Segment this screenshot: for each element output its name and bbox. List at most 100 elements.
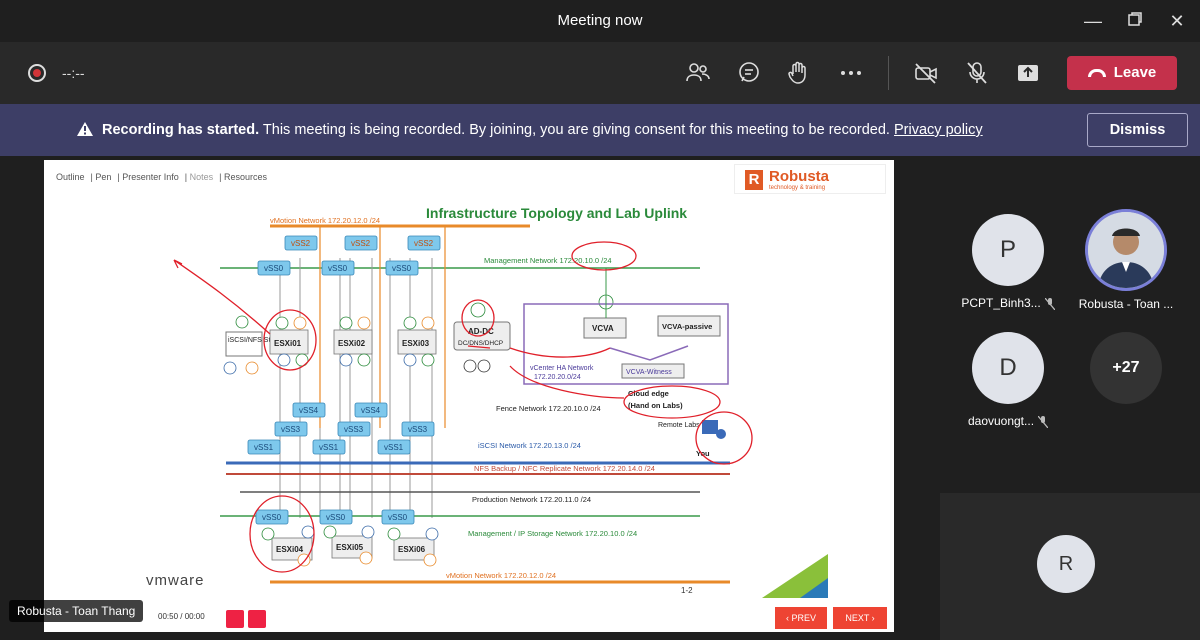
- banner-text: This meeting is being recorded. By joini…: [259, 122, 894, 138]
- svg-text:vSS3: vSS3: [344, 425, 364, 434]
- raise-hand-icon[interactable]: [786, 60, 812, 86]
- net-vcenter-ha: vCenter HA Network: [530, 365, 594, 372]
- cloud-edge-sub: (Hand on Labs): [628, 401, 683, 410]
- slide-page-number: 1-2: [681, 586, 693, 595]
- shared-slide: Outline| Pen| Presenter Info| Notes| Res…: [44, 160, 894, 632]
- phone-hangup-icon: [1087, 69, 1106, 78]
- replay-icon[interactable]: [226, 610, 244, 628]
- svg-text:vSS4: vSS4: [361, 406, 381, 415]
- banner-message: Recording has started. This meeting is b…: [102, 122, 983, 138]
- robusta-logo-mark: R: [745, 170, 763, 190]
- nav-notes[interactable]: Notes: [189, 172, 214, 182]
- cloud-edge-label: Cloud edge: [628, 389, 669, 398]
- participant-tile-speaking[interactable]: Robusta - Toan ...: [1066, 209, 1186, 311]
- net-nfs: NFS Backup / NFC Replicate Network 172.2…: [474, 464, 655, 473]
- vcva-passive-label: VCVA-passive: [662, 322, 712, 331]
- avatar-photo: [1085, 209, 1167, 291]
- dismiss-button[interactable]: Dismiss: [1087, 113, 1188, 147]
- you-label: You: [696, 449, 710, 458]
- svg-text:vSS0: vSS0: [262, 513, 282, 522]
- self-view: R: [940, 493, 1200, 640]
- avatar: D: [972, 332, 1044, 404]
- close-icon[interactable]: ✕: [1169, 11, 1185, 31]
- more-participants-count: +27: [1090, 332, 1162, 404]
- participant-name: PCPT_Binh3...: [961, 296, 1041, 310]
- chat-icon[interactable]: [736, 60, 762, 86]
- vmware-logo: vmware: [146, 572, 205, 589]
- camera-off-icon[interactable]: [913, 60, 939, 86]
- brand-tag: technology & training: [769, 185, 826, 191]
- host-esxi04: ESXi04: [276, 545, 304, 554]
- mic-off-icon[interactable]: [964, 60, 990, 86]
- svg-text:vSS0: vSS0: [388, 513, 408, 522]
- net-vmotion-top: vMotion Network 172.20.12.0 /24: [270, 216, 380, 225]
- nav-presenter-info[interactable]: Presenter Info: [122, 172, 179, 182]
- vcva-label: VCVA: [592, 324, 614, 333]
- brand-name: Robusta: [769, 168, 829, 185]
- svg-text:vSS1: vSS1: [319, 443, 339, 452]
- net-fence: Fence Network 172.20.10.0 /24: [496, 404, 601, 413]
- host-esxi02: ESXi02: [338, 339, 366, 348]
- more-participants-button[interactable]: +27: [1066, 332, 1186, 404]
- svg-text:vSS1: vSS1: [384, 443, 404, 452]
- prev-button[interactable]: ‹ PREV: [775, 607, 827, 629]
- minimize-icon[interactable]: —: [1084, 11, 1102, 31]
- net-mgmt-top: Management Network 172.20.10.0 /24: [484, 256, 612, 265]
- next-button[interactable]: NEXT ›: [833, 607, 887, 629]
- meeting-timer: --:--: [62, 65, 85, 81]
- more-options-icon[interactable]: [838, 60, 864, 86]
- share-screen-icon[interactable]: [1015, 60, 1041, 86]
- restore-icon[interactable]: [1124, 10, 1146, 32]
- privacy-policy-link[interactable]: Privacy policy: [894, 122, 983, 138]
- prev-label: PREV: [791, 613, 816, 623]
- host-esxi01: ESXi01: [274, 339, 302, 348]
- banner-bold: Recording has started.: [102, 122, 260, 138]
- remote-labs-label: Remote Labs: [658, 422, 700, 429]
- slide-nav: Outline| Pen| Presenter Info| Notes| Res…: [56, 172, 267, 182]
- net-production: Production Network 172.20.11.0 /24: [472, 495, 591, 504]
- title-bar: Meeting now — ✕: [0, 0, 1200, 42]
- nav-resources[interactable]: Resources: [223, 172, 267, 182]
- svg-text:vSS0: vSS0: [264, 264, 284, 273]
- nav-outline[interactable]: Outline: [56, 172, 85, 182]
- participant-tile[interactable]: D daovuongt...: [948, 332, 1068, 428]
- net-mgmt-bottom: Management / IP Storage Network 172.20.1…: [468, 529, 637, 538]
- vcva-witness-label: VCVA-Witness: [626, 369, 672, 376]
- participant-name: Robusta - Toan ...: [1078, 297, 1174, 311]
- recording-banner: Recording has started. This meeting is b…: [0, 104, 1200, 156]
- svg-text:vSS0: vSS0: [328, 264, 348, 273]
- people-icon[interactable]: [685, 60, 711, 86]
- host-esxi06: ESXi06: [398, 545, 426, 554]
- robusta-logo: R Robusta technology & training: [734, 164, 886, 194]
- ad-dc-sub: DC/DNS/DHCP: [458, 340, 503, 347]
- toolbar-divider: [888, 56, 889, 90]
- next-label: NEXT: [845, 613, 870, 623]
- svg-text:vSS4: vSS4: [299, 406, 319, 415]
- host-esxi05: ESXi05: [336, 543, 364, 552]
- leave-button[interactable]: Leave: [1067, 56, 1177, 90]
- recording-indicator-icon: [28, 64, 46, 82]
- slide-player-controls: 00:50 / 00:00 ‹ PREV NEXT ›: [44, 604, 894, 632]
- collapse-icon[interactable]: [248, 610, 266, 628]
- svg-text:vSS0: vSS0: [392, 264, 412, 273]
- svg-text:vSS2: vSS2: [291, 239, 311, 248]
- window-title: Meeting now: [557, 12, 643, 29]
- svg-text:vSS3: vSS3: [281, 425, 301, 434]
- host-esxi03: ESXi03: [402, 339, 430, 348]
- net-vmotion-bottom: vMotion Network 172.20.12.0 /24: [446, 571, 556, 580]
- ad-dc-label: AD-DC: [468, 327, 494, 336]
- diagram-title: Infrastructure Topology and Lab Uplink: [426, 205, 687, 221]
- presenter-name-pill: Robusta - Toan Thang: [9, 600, 144, 622]
- storage-label: iSCSI/NFS Storage: [228, 337, 288, 344]
- net-vcenter-ha-ip: 172.20.20.0/24: [534, 374, 581, 381]
- participant-tile[interactable]: P PCPT_Binh3...: [948, 214, 1068, 310]
- svg-text:vSS2: vSS2: [351, 239, 371, 248]
- warning-icon: [77, 122, 93, 136]
- mic-muted-icon: [1044, 297, 1055, 310]
- nav-pen[interactable]: Pen: [95, 172, 112, 182]
- person-photo-icon: [1088, 212, 1164, 288]
- svg-text:vSS3: vSS3: [408, 425, 428, 434]
- avatar: P: [972, 214, 1044, 286]
- net-iscsi: iSCSI Network 172.20.13.0 /24: [478, 441, 581, 450]
- self-avatar: R: [1037, 535, 1095, 593]
